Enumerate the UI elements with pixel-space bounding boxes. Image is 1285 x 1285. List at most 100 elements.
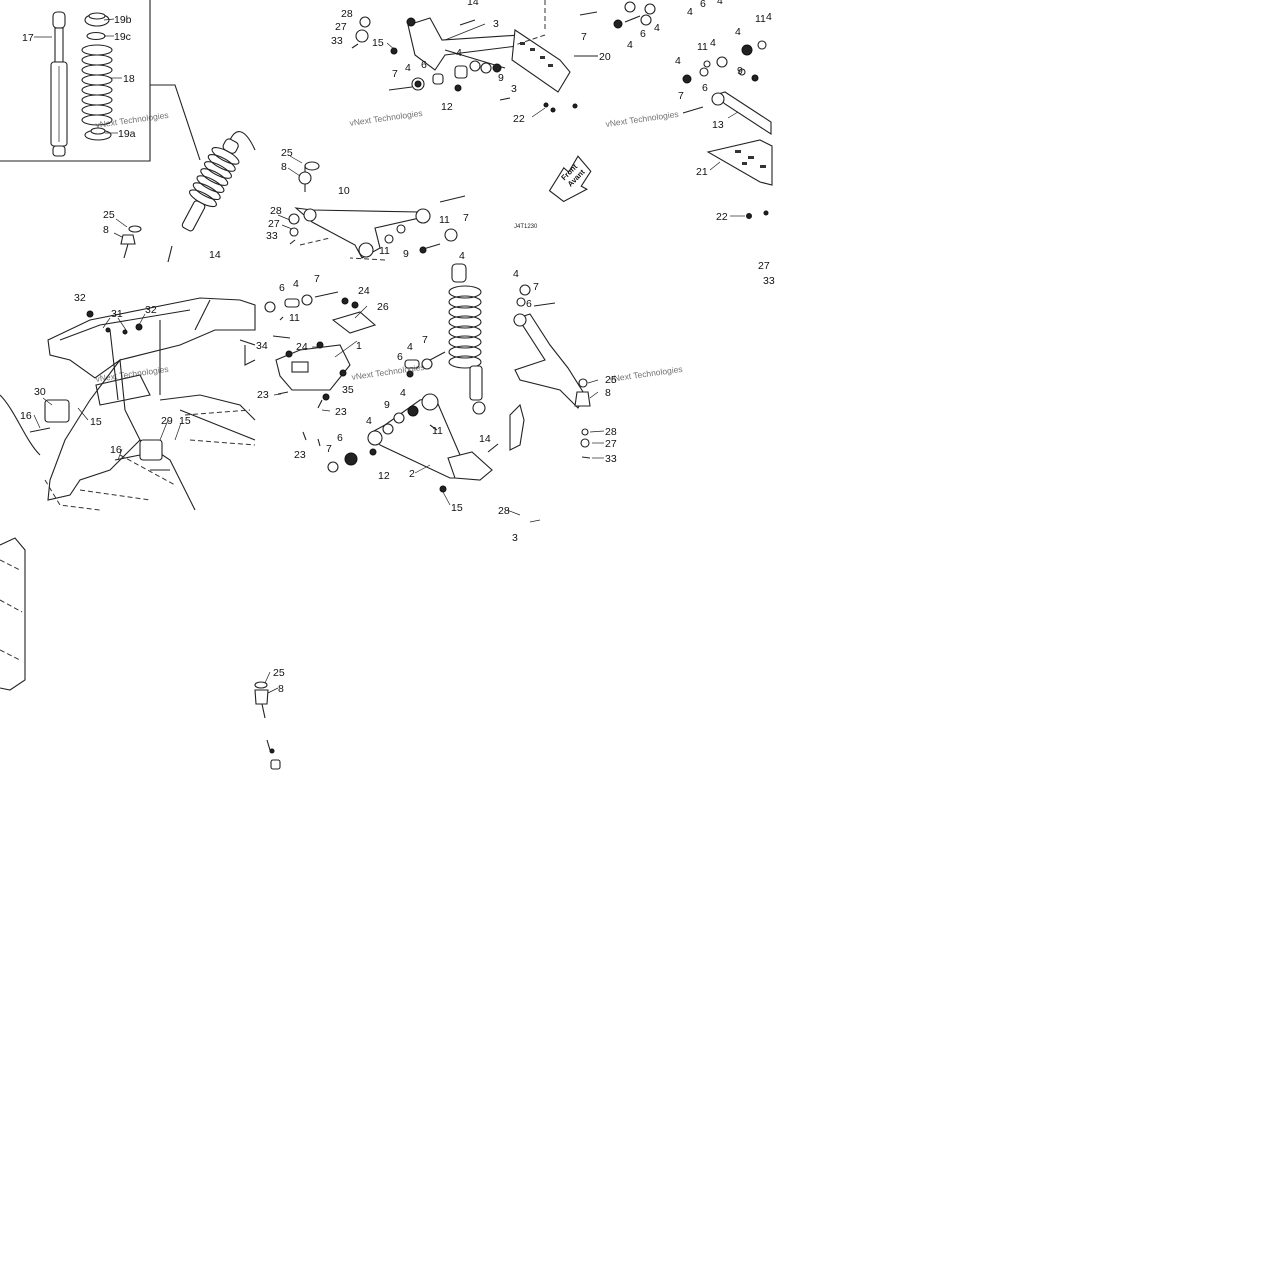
callout-l61: 7 [314,273,320,285]
callout-l10: 14 [467,0,479,8]
callout-l97: 2 [409,468,415,480]
figure-code: J4T1230 [514,224,538,230]
callout-l95: 7 [326,443,332,455]
callout-l72: 6 [397,351,403,363]
callout-l2: 19b [114,14,132,26]
callout-l45: 27 [268,218,280,230]
callout-l18: 12 [441,101,453,113]
callout-l56: 32 [74,292,86,304]
callout-l80: 23 [257,389,269,401]
callout-l87: 25 [605,374,617,386]
callout-l84: 9 [384,399,390,411]
callout-l66: 24 [296,341,308,353]
callout-l31: 4 [710,37,716,49]
callout-l53: 14 [209,249,221,261]
callout-l76: 15 [90,416,102,428]
watermark-6: vNext Technologies [609,364,683,384]
callout-l12: 20 [599,51,611,63]
callout-l81: 35 [342,384,354,396]
callout-l99: 28 [498,505,510,517]
ball-joint-left [120,225,142,259]
ball-joint-bottom [254,681,281,770]
callout-l68: 4 [513,268,519,280]
callout-l49: 11 [379,245,390,257]
callout-l86: 14 [479,433,491,445]
callout-l11: 3 [493,18,499,30]
callout-l39: 22 [716,211,728,223]
callout-l27: 4 [717,0,723,7]
callout-l41: 8 [281,161,287,173]
callout-l54: 27 [758,260,770,272]
callout-l44: 28 [270,205,282,217]
upper-arm-right [509,284,591,459]
callout-l96: 12 [378,470,390,482]
callout-l58: 32 [145,304,157,316]
callout-l75: 16 [20,410,32,422]
callout-l4: 18 [123,73,135,85]
callout-l55: 33 [763,275,775,287]
callout-l17: 9 [498,72,504,84]
callout-l26: 6 [700,0,706,10]
lower-a-arm [327,393,499,493]
front-direction-arrow: Front Avant [548,155,592,203]
callout-l52: 8 [103,224,109,236]
spring-coil [81,44,113,126]
callout-l71: 4 [407,341,413,353]
callout-l21: 7 [581,31,587,43]
callout-l57: 31 [111,308,123,320]
callout-l22: 4 [627,39,633,51]
callout-l36: 7 [678,90,684,102]
callout-l98: 15 [451,502,463,514]
callout-l24: 4 [654,22,660,34]
callout-l16: 4 [456,47,462,59]
callout-l65: 34 [256,340,268,352]
callout-l51: 25 [103,209,115,221]
callout-l94: 23 [294,449,306,461]
callout-l93: 6 [337,432,343,444]
callout-l43: 7 [463,212,469,224]
callout-l85: 11 [432,425,443,437]
callout-l89: 28 [605,426,617,438]
callout-l62: 11 [289,312,300,324]
upper-a-arm-top [407,0,598,93]
callout-l78: 15 [179,415,191,427]
callout-l34: 9 [737,65,743,77]
callout-l92: 4 [366,415,372,427]
callout-l6: 28 [341,8,353,20]
callout-l40: 25 [281,147,293,159]
callout-l100: 3 [512,532,518,544]
callout-l29: 4 [766,11,772,23]
watermark-2: vNext Technologies [349,108,423,128]
callout-l60: 4 [293,278,299,290]
shock-inset [0,0,151,162]
callout-l73: 7 [422,334,428,346]
callout-l63: 24 [358,285,370,297]
upper-a-arm-middle [288,161,466,261]
vehicle-frame [0,297,256,511]
watermark-4: vNext Technologies [95,364,169,384]
callout-l48: 9 [403,248,409,260]
callout-l83: 4 [400,387,406,399]
callout-l19: 3 [511,83,517,95]
callout-l3: 19c [114,31,131,43]
callout-l47: 11 [439,214,450,226]
callout-l90: 27 [605,438,617,450]
callout-l8: 33 [331,35,343,47]
rear-shock-left [150,84,256,263]
callout-l14: 4 [405,62,411,74]
callout-l5: 19a [118,128,136,140]
watermark-3: vNext Technologies [605,109,679,129]
callout-l70: 6 [526,298,532,310]
callout-l35: 6 [702,82,708,94]
callout-l67: 1 [356,340,362,352]
watermark-5: vNext Technologies [351,362,425,382]
callout-l82: 23 [335,406,347,418]
watermark-1: vNext Technologies [95,110,169,130]
callout-l91: 33 [605,453,617,465]
callout-l88: 8 [605,387,611,399]
callout-l38: 21 [696,166,708,178]
hardware-top [351,1,656,113]
frame-fragment-lower-left [0,537,26,691]
callout-l64: 26 [377,301,389,313]
